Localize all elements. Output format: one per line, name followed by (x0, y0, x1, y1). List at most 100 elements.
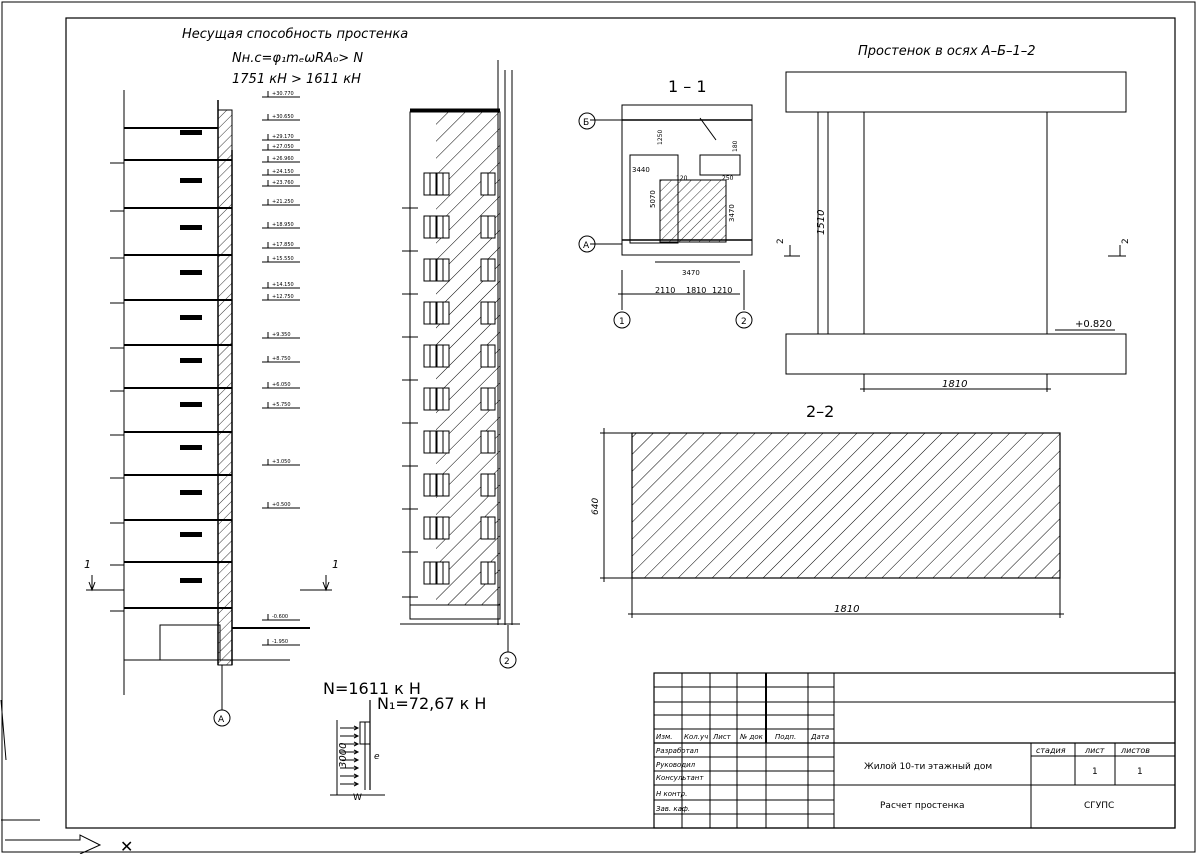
tb-header-list: Лист (712, 733, 732, 741)
level-mark: +30.650 (272, 114, 294, 120)
level-mark: +15.550 (272, 256, 294, 262)
window-lintel (180, 402, 202, 407)
level-mark: +23.760 (272, 180, 294, 186)
tb-header-izm: Изм. (656, 733, 672, 741)
dim-120: 120 (676, 175, 688, 182)
axis-2-plan-label: 2 (741, 317, 747, 327)
cut-2-left-label: 2 (776, 238, 786, 244)
cut-2-right-label: 2 (1121, 238, 1131, 244)
level-mark: +12.750 (272, 294, 294, 300)
load-arrowhead (353, 749, 360, 755)
axis-a-plan-bubble (578, 235, 596, 253)
pier-elevation: 1510 1810 +0.820 2 2 (776, 71, 1131, 392)
scheme-height: 3000 (338, 743, 349, 768)
window-lintel (180, 130, 202, 135)
tb-project: Жилой 10-ти этажный дом (864, 762, 992, 772)
pier-width-dim: 1810 (942, 379, 967, 390)
tb-drawing: Расчет простенка (880, 801, 965, 811)
formula: Nн.с=φ₁mₑωRA₀> N (232, 51, 363, 66)
level-mark: +3.050 (272, 459, 291, 465)
drawing-frame (65, 17, 1176, 829)
n-load-label: N=1611 к Н (323, 679, 421, 698)
title-block: Изм. Кол.уч Лист № док Подп. Дата Разраб… (653, 672, 1176, 829)
load-arrowhead (353, 733, 360, 739)
section-2-2: 2–2 640 1810 (591, 402, 1064, 618)
plan-section-1-1: 1 – 1 Б А 1 2 3440 3470 3470 5070 2110 1… (578, 77, 753, 329)
load-arrowhead (353, 765, 360, 771)
tb-sheets-total: 1 (1137, 767, 1143, 777)
axis-1-bubble (613, 311, 631, 329)
ucs-x-icon: ✕ (120, 837, 133, 854)
load-scheme: N=1611 к Н N₁=72,67 к Н 3000 e W (323, 679, 486, 803)
window-lintel (180, 315, 202, 320)
axis-a-bubble (213, 709, 231, 727)
tb-org: СГУПС (1084, 801, 1114, 811)
tb-header-kol: Кол.уч (684, 733, 708, 741)
axis-2-plan-bubble (735, 311, 753, 329)
level-mark: +29.170 (272, 134, 294, 140)
load-arrowhead (353, 741, 360, 747)
level-mark: +26.960 (272, 156, 294, 162)
section-width-dim: 1810 (834, 604, 859, 615)
level-mark: -1.950 (272, 639, 288, 645)
dim-5070: 5070 (649, 190, 657, 208)
level-mark: +18.950 (272, 222, 294, 228)
level-mark: +24.150 (272, 169, 294, 175)
axis-1-label: 1 (619, 317, 625, 327)
tb-role-head: Зав. каф. (656, 805, 690, 813)
window-lintel (180, 178, 202, 183)
window-lintel (180, 490, 202, 495)
level-mark: +9.350 (272, 332, 291, 338)
pier-height-dim: 1510 (816, 210, 827, 235)
level-mark: +0.500 (272, 502, 291, 508)
tb-header-data: Дата (810, 733, 829, 741)
section-2-2-title: 2–2 (806, 402, 834, 421)
w-label: W (353, 793, 362, 803)
dim-3440: 3440 (632, 166, 650, 174)
n1-load-label: N₁=72,67 к Н (377, 694, 486, 713)
tb-header-doc: № док (739, 733, 764, 741)
dim-1250: 1250 (657, 130, 664, 145)
section-1-1-title: 1 – 1 (668, 77, 707, 96)
load-arrowhead (353, 781, 360, 787)
tb-sheet-label: лист (1084, 746, 1105, 755)
tb-role-control: Н контр. (656, 790, 687, 798)
level-mark: +27.050 (272, 144, 294, 150)
section-depth-dim: 640 (591, 498, 601, 515)
level-mark: +17.850 (272, 242, 294, 248)
building-section-left: +30.770 +30.650 +29.170 +27.050 +26.960 +24.1… (84, 90, 339, 727)
window-lintel (180, 270, 202, 275)
dim-3470-h: 3470 (682, 269, 700, 277)
pier-cross-section (631, 432, 1061, 579)
tb-sheet-no: 1 (1092, 767, 1098, 777)
tb-role-supervisor: Руководил (656, 761, 696, 769)
window-lintel (180, 358, 202, 363)
load-arrowhead (353, 725, 360, 731)
dim-1210: 1210 (712, 286, 732, 295)
tb-header-podp: Подп. (775, 733, 796, 741)
level-mark: +14.150 (272, 282, 294, 288)
level-mark: +8.750 (272, 356, 291, 362)
pier-mark: +0.820 (1075, 319, 1112, 330)
level-mark: +21.250 (272, 199, 294, 205)
page-title: Несущая способность простенка (182, 27, 408, 42)
dim-180: 180 (732, 140, 739, 152)
dim-250: 250 (722, 175, 734, 182)
load-arrowhead (353, 757, 360, 763)
axis-2-bubble (499, 651, 517, 669)
eccentricity-label: e (374, 752, 380, 762)
dim-3470-v: 3470 (728, 204, 736, 222)
level-mark: +30.770 (272, 91, 294, 97)
tb-sheets-label: листов (1120, 746, 1150, 755)
ucs-arrow-icon (5, 834, 102, 854)
dim-1810: 1810 (686, 286, 706, 295)
window-lintel (180, 532, 202, 537)
axis-2-label: 2 (504, 657, 510, 667)
capacity-comparison: 1751 кН > 1611 кН (232, 72, 361, 87)
facade-elevation: 2 (400, 60, 520, 669)
tb-stage-label: стадия (1036, 746, 1066, 755)
axis-b-label: Б (583, 118, 589, 128)
cut-1-left-label: 1 (84, 558, 91, 571)
